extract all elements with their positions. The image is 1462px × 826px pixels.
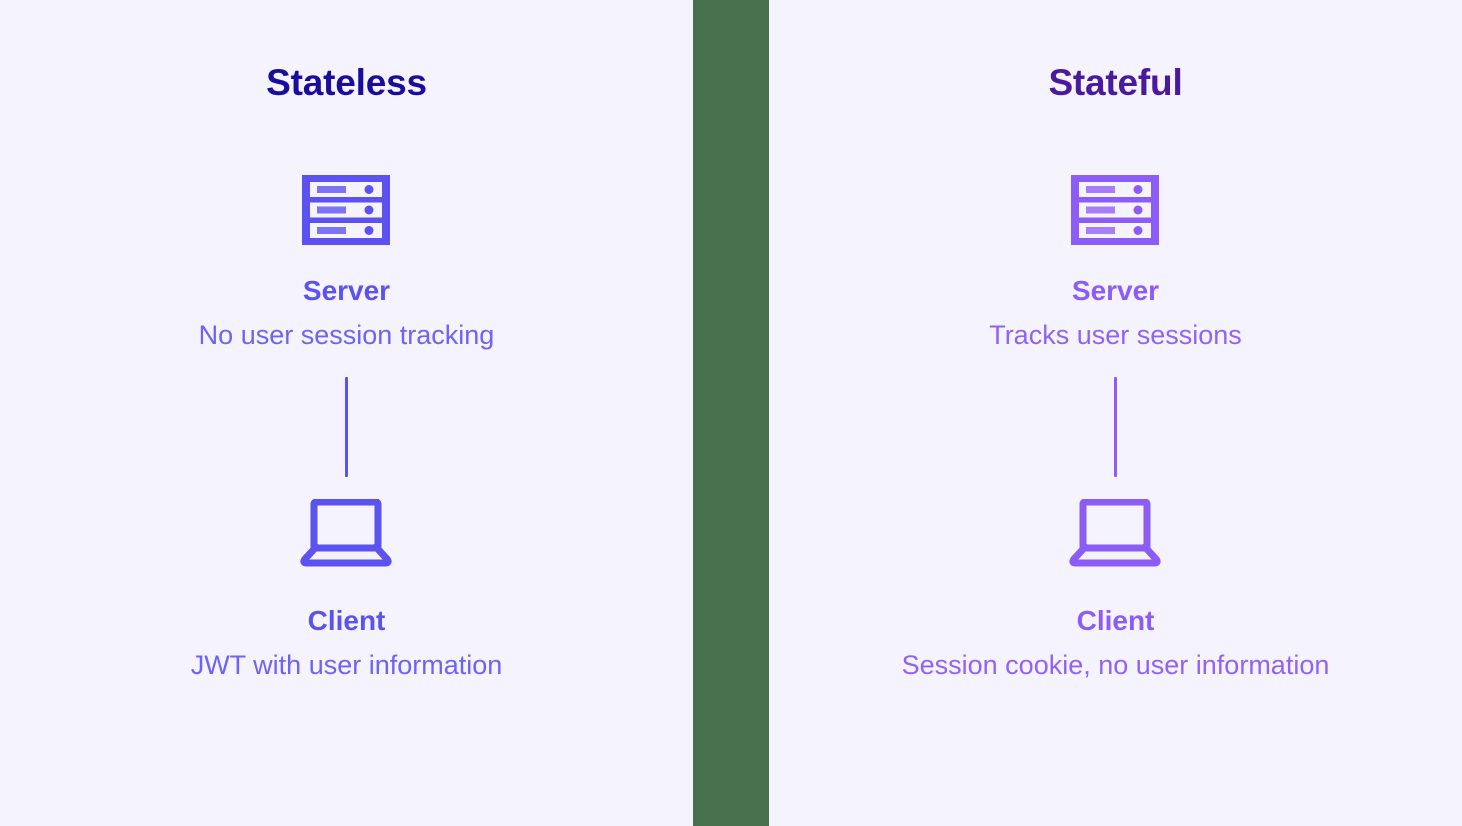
panel-stateless: Stateless Server No user session trackin [0, 0, 693, 826]
node-label-server-stateful: Server [1071, 275, 1160, 306]
laptop-icon [300, 498, 393, 567]
node-desc-client-stateless: JWT with user information [190, 649, 503, 680]
panel-title-stateful: Stateful [1048, 62, 1183, 103]
node-desc-client-stateful: Session cookie, no user information [901, 649, 1330, 680]
node-label-client-stateless: Client [307, 604, 386, 636]
panel-divider [693, 0, 769, 826]
node-label-server-stateless: Server [302, 275, 391, 306]
laptop-icon [1069, 498, 1162, 567]
node-client-stateful: Client Session cookie, no user informati… [901, 498, 1330, 681]
connector-line-stateful [1114, 376, 1117, 477]
panel-title-stateless: Stateless [266, 62, 427, 103]
panel-stateful: Stateful Server Tracks user sessions [769, 0, 1462, 826]
connector-line-stateless [345, 376, 348, 477]
server-icon [302, 175, 391, 245]
node-label-client-stateful: Client [1076, 604, 1155, 636]
node-server-stateless: Server No user session tracking [198, 175, 495, 351]
node-desc-server-stateless: No user session tracking [198, 320, 495, 350]
node-server-stateful: Server Tracks user sessions [989, 175, 1242, 351]
node-client-stateless: Client JWT with user information [190, 498, 503, 681]
server-icon [1071, 175, 1160, 245]
node-desc-server-stateful: Tracks user sessions [989, 320, 1242, 350]
